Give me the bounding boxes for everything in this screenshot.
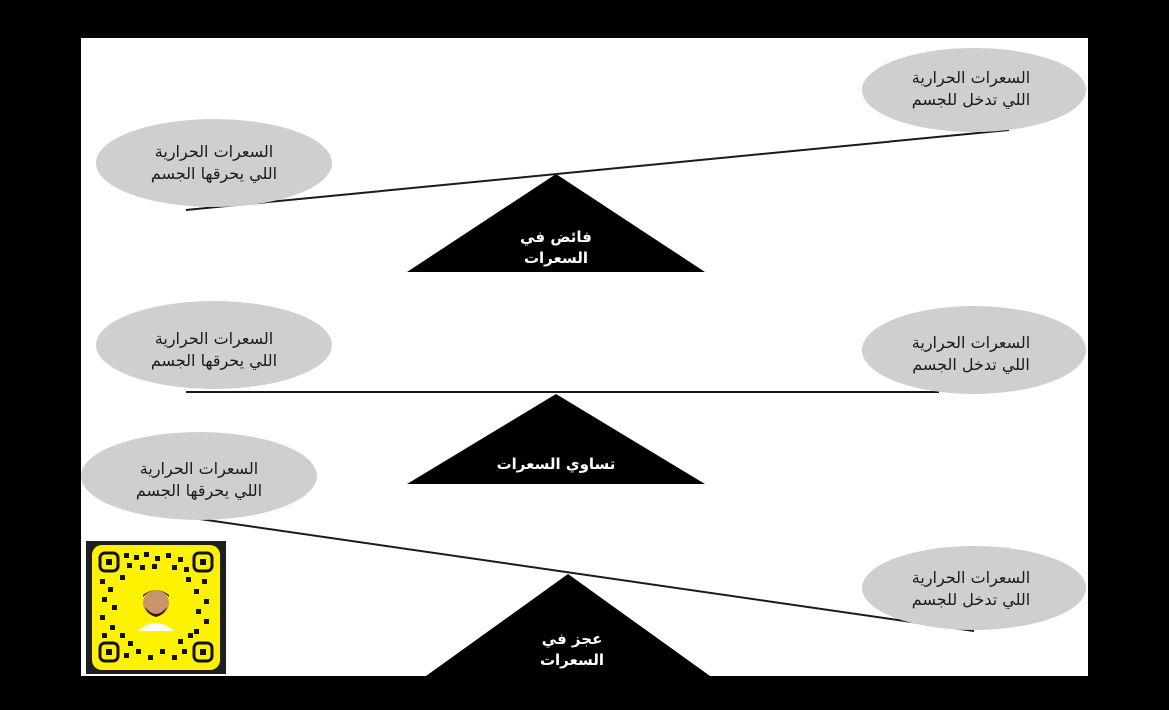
right-ellipse-balance <box>862 306 1086 394</box>
qr-yellow-background <box>92 545 220 670</box>
diagram-graphics <box>81 38 1088 676</box>
fulcrum-triangle-surplus <box>407 174 705 272</box>
scale-surplus <box>96 48 1086 272</box>
right-ellipse-surplus <box>862 48 1086 132</box>
right-ellipse-deficit <box>862 546 1086 630</box>
left-ellipse-deficit <box>81 432 317 520</box>
avatar-icon <box>130 581 182 633</box>
diagram-canvas: السعرات الحرارية اللي يحرقها الجسم السعر… <box>81 38 1088 676</box>
left-ellipse-balance <box>96 301 332 389</box>
snapcode-qr-icon <box>86 541 226 674</box>
fulcrum-triangle-deficit <box>426 574 710 676</box>
qr-pattern <box>92 545 220 670</box>
left-ellipse-surplus <box>96 119 332 207</box>
fulcrum-triangle-balance <box>407 394 705 484</box>
